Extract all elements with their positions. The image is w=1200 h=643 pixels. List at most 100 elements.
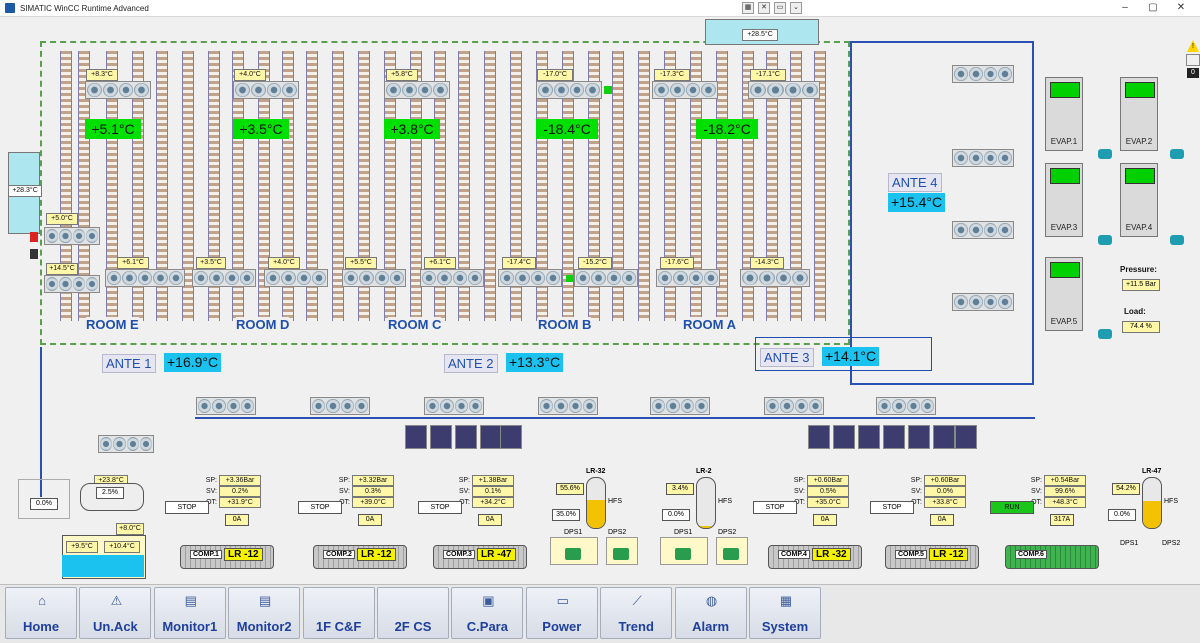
room-e-label[interactable]: ROOM E <box>86 317 139 332</box>
ante-1-label[interactable]: ANTE 1 <box>102 354 156 373</box>
screen-icon[interactable]: ▭ <box>774 2 786 14</box>
room-b-top-temp: -17.0°C <box>537 69 573 81</box>
maximize-icon[interactable]: ▢ <box>1148 2 1158 13</box>
corridor-cooler-4 <box>424 397 484 415</box>
room-b-bottom-temp-1: -17.4°C <box>502 257 536 269</box>
nav-home-button[interactable]: ⌂Home <box>5 587 77 639</box>
nav-trend-button[interactable]: ⟋Trend <box>600 587 673 639</box>
room-a-top-temp-1: -17.3°C <box>654 69 690 81</box>
comp-4-sv-label: SV: <box>793 488 805 495</box>
receiver-valve-pct: 0.0% <box>1108 509 1136 521</box>
room-b-label[interactable]: ROOM B <box>538 317 592 332</box>
evaporator-2[interactable]: EVAP.2 <box>1120 77 1158 151</box>
exit-icon[interactable]: ✕ <box>758 2 770 14</box>
storage-rack <box>208 51 220 321</box>
cooler-room-e-bottom <box>105 269 185 287</box>
receiver-valve-pct: 0.0% <box>662 509 690 521</box>
nav-label: Monitor1 <box>162 619 218 634</box>
comp-2-sv-label: SV: <box>338 488 350 495</box>
storage-rack <box>156 51 168 321</box>
receiver-name: LR-32 <box>586 468 606 475</box>
dps2-label: DPS2 <box>718 529 737 536</box>
close-icon[interactable]: ✕ <box>1176 2 1186 13</box>
comp-1-sp: SP:+3.36Bar <box>195 475 261 486</box>
nav-1f-c-f-button[interactable]: 1F C&F <box>302 587 375 639</box>
comp-2-sv: SV:0.3% <box>328 486 394 497</box>
receiver-level-fill <box>587 500 605 528</box>
comp-3-sp-value: +1.38Bar <box>472 475 514 486</box>
comp-5-sv: SV:0.0% <box>900 486 966 497</box>
receiver-name: LR-47 <box>1142 468 1162 475</box>
alarm-lamp <box>30 232 38 242</box>
comp-2-sp: SP:+3.32Bar <box>328 475 394 486</box>
storage-rack <box>458 51 470 321</box>
nav-system-button[interactable]: ▦System <box>749 587 821 639</box>
corridor-cooler-8 <box>876 397 936 415</box>
comp-6-sp-label: SP: <box>1030 477 1042 484</box>
pressure-label: Pressure: <box>1120 265 1157 274</box>
evap-4-pump-icon <box>1170 235 1184 245</box>
comp-5-sv-value: 0.0% <box>924 486 966 497</box>
dock-door <box>405 425 427 449</box>
nav-un-ack-button[interactable]: ⚠Un.Ack <box>79 587 152 639</box>
chevron-down-icon[interactable]: ⌄ <box>790 2 802 14</box>
nav-2f-cs-button[interactable]: 2F CS <box>377 587 449 639</box>
room-a-top-temp-2: -17.1°C <box>750 69 786 81</box>
nav-c-para-button[interactable]: ▣C.Para <box>451 587 524 639</box>
ante3-outline <box>755 337 932 371</box>
nav-power-button[interactable]: ▭Power <box>525 587 598 639</box>
alarm-indicator[interactable]: ! 0 <box>1186 38 1200 78</box>
comp-5-sp-value: +0.60Bar <box>924 475 966 486</box>
comp-1-sp-label: SP: <box>205 477 217 484</box>
dock-door <box>455 425 477 449</box>
dock-door <box>500 425 522 449</box>
evaporator-1[interactable]: EVAP.1 <box>1045 77 1083 151</box>
room-d-label[interactable]: ROOM D <box>236 317 290 332</box>
room-b-bottom-temp-2: -15.2°C <box>578 257 612 269</box>
ante-2-label[interactable]: ANTE 2 <box>444 354 498 373</box>
comp-3-ot-label: OT: <box>459 499 470 506</box>
comp-6-unit[interactable]: COMP.6 <box>1005 537 1099 571</box>
comp-3-current: 0A <box>478 514 502 526</box>
room-c-bottom-temp-2: +6.1°C <box>424 257 456 269</box>
nav-label: System <box>761 619 809 634</box>
ante-4-label[interactable]: ANTE 4 <box>888 173 942 192</box>
nav-label: Power <box>542 619 582 634</box>
grid-icon[interactable]: ▦ <box>742 2 754 14</box>
cooler-room-b-bottom-2 <box>574 269 638 287</box>
comp-2-state-button[interactable]: STOP <box>298 501 342 514</box>
comp-1-state-button[interactable]: STOP <box>165 501 209 514</box>
comp-5-ot-label: OT: <box>911 499 922 506</box>
ante-3-label[interactable]: ANTE 3 <box>760 348 814 367</box>
comp-5-state-button[interactable]: STOP <box>870 501 914 514</box>
comp-4-state-button[interactable]: STOP <box>753 501 797 514</box>
nav-monitor1-button[interactable]: ▤ Monitor1 <box>153 587 226 639</box>
evaporator-4[interactable]: EVAP.4 <box>1120 163 1158 237</box>
evaporator-3[interactable]: EVAP.3 <box>1045 163 1083 237</box>
nav-label: Home <box>22 619 60 634</box>
dps1-label: DPS1 <box>674 529 693 536</box>
nav-alarm-button[interactable]: ◍Alarm <box>674 587 747 639</box>
room-a-label[interactable]: ROOM A <box>683 317 736 332</box>
corridor-cooler-5 <box>538 397 598 415</box>
left-valve-box <box>18 479 70 519</box>
comp-6-state-button[interactable]: RUN <box>990 501 1034 514</box>
nav-monitor2-button[interactable]: ▤Monitor2 <box>228 587 301 639</box>
evaporator-5[interactable]: EVAP.5 <box>1045 257 1083 331</box>
minimize-icon[interactable]: – <box>1122 2 1128 13</box>
comp-4-sp-value: +0.60Bar <box>807 475 849 486</box>
left-tank-temp-1: +9.5°C <box>66 541 98 553</box>
pump-icon <box>613 548 629 560</box>
monitor-icon: ▤ <box>184 593 197 608</box>
comp-6-sp-value: +0.54Bar <box>1044 475 1086 486</box>
room-c-label[interactable]: ROOM C <box>388 317 442 332</box>
comp-3-state-button[interactable]: STOP <box>418 501 462 514</box>
comp-1-ot: OT:+31.9°C <box>195 497 261 508</box>
storage-rack <box>588 51 600 321</box>
